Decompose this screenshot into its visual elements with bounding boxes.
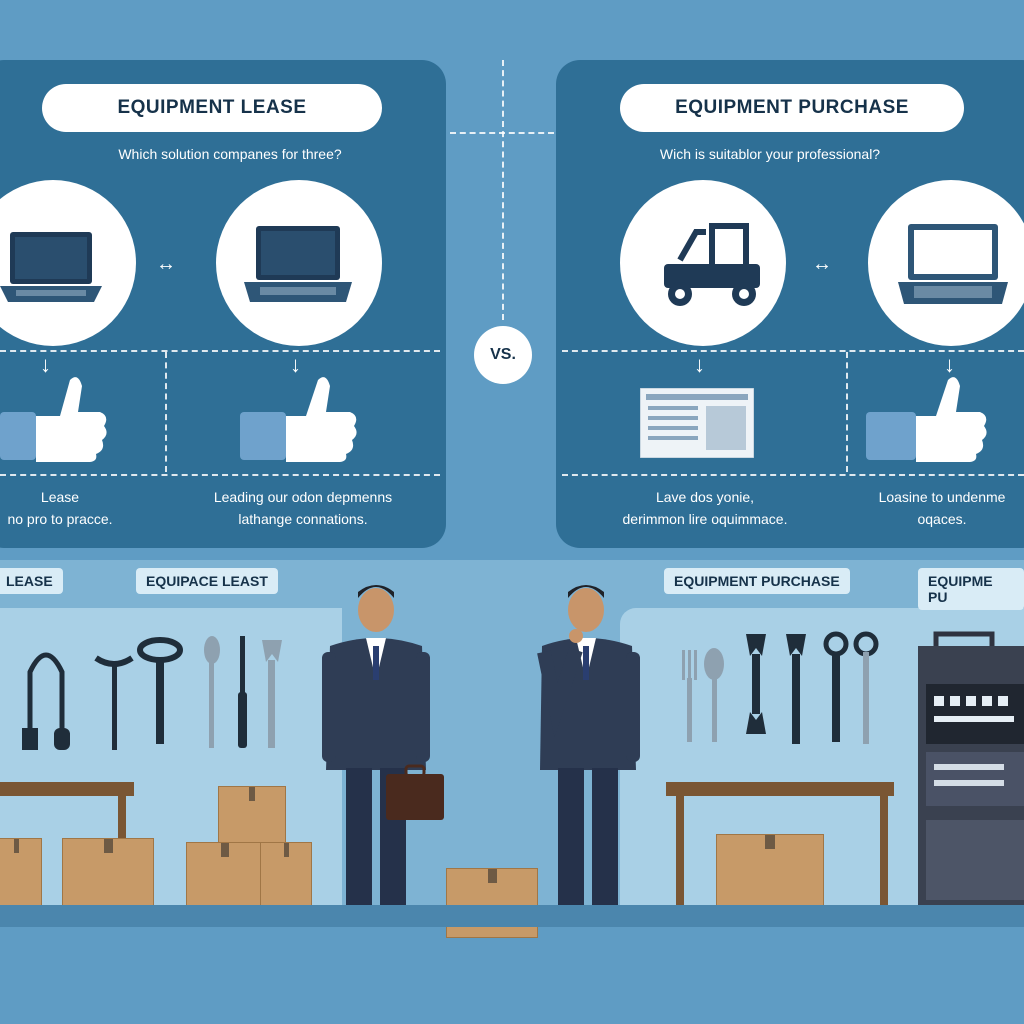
vs-badge: VS.	[474, 326, 532, 384]
fork-icon	[682, 650, 697, 742]
box-icon	[446, 868, 538, 938]
wrench-icon	[746, 634, 766, 734]
wrench-icon	[94, 655, 134, 750]
lease-title: EQUIPMENT LEASE	[42, 84, 382, 132]
lease-divider-top	[0, 350, 440, 352]
thumbs-up-icon	[866, 377, 987, 462]
screwdriver-icon	[238, 636, 247, 748]
purchase-tag-left: EQUIPMENT PURCHASE	[664, 568, 850, 594]
laptop-icon	[0, 232, 102, 302]
lease-question: Which solution companes for three?	[118, 146, 342, 162]
purchase-question: Wich is suitablor your professional?	[659, 146, 881, 162]
table-leg	[880, 796, 888, 926]
lease-tag-right: EQUIPACE LEAST	[136, 568, 278, 594]
screwdriver-icon	[853, 631, 879, 744]
down-arrow-icon: ↓	[40, 352, 51, 377]
purchase-right-circle	[868, 180, 1024, 346]
lease-caption-right-line1: Leading our odon depmenns	[213, 489, 393, 505]
screw-icon	[137, 637, 183, 744]
lease-caption-right: Leading our odon depmenns lathange conna…	[178, 486, 428, 530]
screw-icon	[823, 631, 849, 742]
purchase-caption-right-line2: oqaces.	[917, 511, 967, 527]
purchase-tools	[682, 631, 879, 744]
purchase-left-circle	[620, 180, 786, 346]
wrench-icon	[786, 634, 806, 744]
down-arrow-icon: ↓	[944, 352, 955, 377]
lease-caption-right-line2: lathange connations.	[238, 511, 368, 527]
businessman-with-briefcase	[322, 585, 444, 927]
briefcase-icon	[386, 764, 444, 820]
purchase-caption-left-line1: Lave dos yonie,	[655, 489, 755, 505]
purchase-caption-right-line1: Loasine to undenme	[878, 489, 1006, 505]
laptop-icon	[898, 224, 1008, 304]
table-leg	[118, 796, 126, 846]
purchase-table	[666, 782, 894, 796]
center-connector	[450, 132, 554, 134]
businessman-thinking	[537, 585, 640, 927]
lease-caption-left-line2: no pro to pracce.	[7, 511, 113, 527]
purchase-caption-left: Lave dos yonie, derimmon lire oquimmace.	[580, 486, 830, 530]
thumbs-up-icon	[0, 377, 107, 462]
lease-right-circle	[216, 180, 382, 346]
wrench-icon	[262, 640, 282, 748]
compare-arrows-icon: ↔	[156, 253, 176, 275]
spoon-icon	[204, 636, 220, 748]
thumbs-up-icon	[240, 377, 357, 462]
lease-tag-left: LEASE	[0, 568, 63, 594]
forklift-icon	[664, 223, 760, 306]
purchase-caption-left-line2: derimmon lire oquimmace.	[622, 511, 788, 527]
lease-divider-bottom	[0, 474, 440, 476]
center-divider	[502, 60, 504, 320]
lease-caption-left-line1: Lease	[40, 489, 80, 505]
laptop-icon	[244, 226, 352, 302]
lease-divider-mid	[165, 352, 167, 472]
purchase-caption-right: Loasine to undenme oqaces.	[860, 486, 1024, 530]
lease-left-circle	[0, 180, 136, 346]
industrial-machine-icon	[918, 631, 1024, 920]
lease-caption-left: Lease no pro to pracce.	[0, 486, 120, 530]
spoon-icon	[704, 648, 724, 742]
floor	[0, 905, 1024, 927]
box-icon	[218, 786, 286, 844]
purchase-divider-mid	[846, 352, 848, 472]
purchase-title: EQUIPMENT PURCHASE	[620, 84, 964, 132]
lease-table	[0, 782, 134, 796]
purchase-tag-right: EQUIPME PU	[918, 568, 1024, 610]
compare-arrows-icon: ↔	[812, 253, 832, 275]
table-leg	[676, 796, 684, 926]
lease-tools	[22, 636, 282, 750]
cable-icon	[22, 652, 70, 750]
document-icon	[640, 388, 754, 458]
down-arrow-icon: ↓	[694, 352, 705, 377]
down-arrow-icon: ↓	[290, 352, 301, 377]
purchase-divider-bottom	[562, 474, 1024, 476]
purchase-divider-top	[562, 350, 1024, 352]
